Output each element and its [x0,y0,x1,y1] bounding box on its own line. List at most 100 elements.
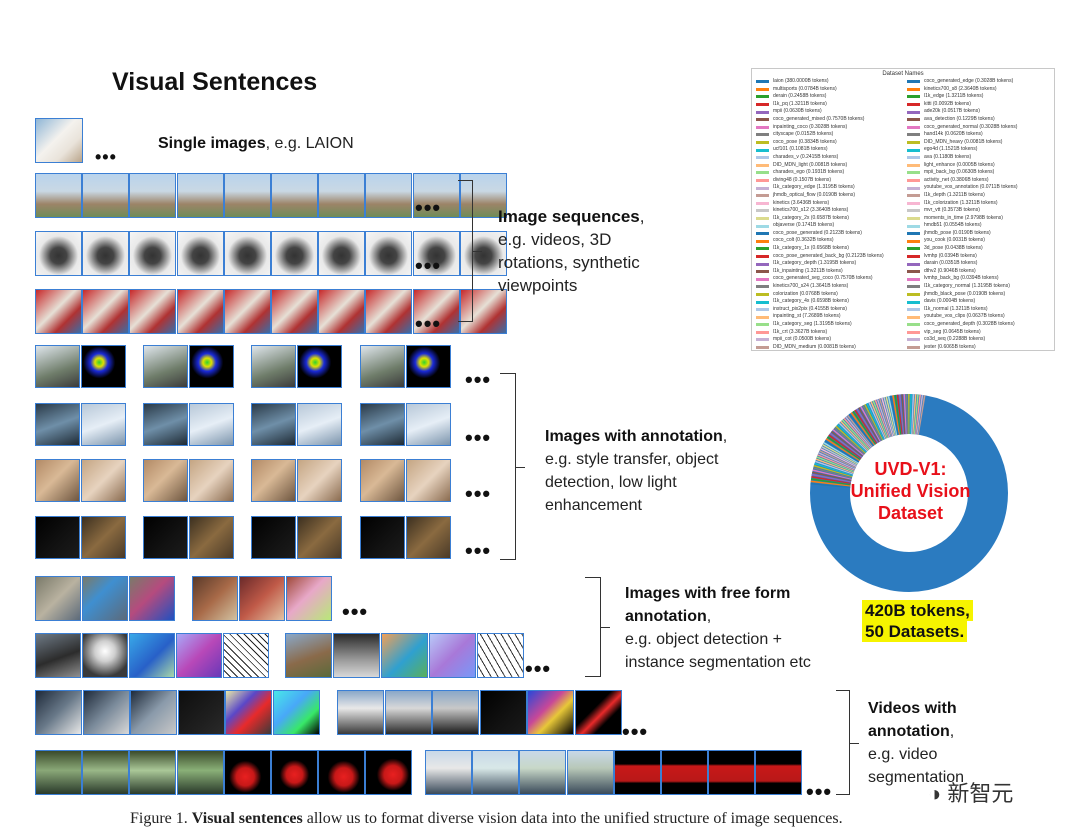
legend-swatch [907,338,920,342]
legend-label: lvmhp (0.0394B tokens) [924,252,977,259]
legend-entry: l1k_category_normal (1.3195B tokens) [907,283,1055,291]
image-thumbnail [527,690,574,735]
watermark: ◑ 新智元 [928,776,1013,808]
image-thumbnail [318,173,366,218]
ellipsis: ••• [622,719,649,744]
image-thumbnail [472,750,520,795]
ellipsis: ••• [806,779,833,804]
image-thumbnail [35,576,81,621]
image-thumbnail [412,173,460,218]
legend-swatch [907,171,920,175]
ellipsis: ••• [415,253,442,278]
legend-entry: jester (0.6065B tokens) [907,344,1055,352]
image-thumbnail [129,576,175,621]
watermark-text: 新智元 [947,781,1014,806]
donut-slice [870,401,887,439]
token-count-highlight: 420B tokens, [862,600,973,621]
image-thumbnail [365,173,413,218]
legend-swatch [907,80,920,84]
legend-entry: ucf101 (0.1081B tokens) [756,146,904,154]
donut-slice [866,403,885,440]
image-thumbnail [176,289,224,334]
image-thumbnail [574,690,622,735]
legend-label: laion (380.0000B tokens) [773,78,829,84]
legend-label: coco_generated_edge (0.3028B tokens) [924,78,1014,84]
legend-swatch [907,133,920,137]
legend-swatch [756,118,769,122]
donut-slice [878,398,892,437]
image-thumbnail [177,690,225,735]
legend-label: kinetics700_s12 (3.3640B tokens) [773,207,849,214]
donut-slice [826,436,861,460]
image-thumbnail [223,633,269,678]
ellipsis: ••• [465,425,492,450]
donut-slice [835,425,866,454]
donut-slice [864,404,884,441]
legend-label: kinetics700_s24 (1.3641B tokens) [773,283,849,290]
legend-entry: DID_MDN_light (0.0081B tokens) [756,162,904,170]
image-thumbnail [429,633,476,678]
legend-label: multisports (0.0784B tokens) [773,85,837,92]
legend-swatch [907,323,920,327]
donut-slice [813,467,853,479]
legend-entry: coco_colt (0.3632B tokens) [756,237,904,245]
image-thumbnail [271,173,318,218]
legend-entry: lvmhp (0.0394B tokens) [907,253,1055,261]
image-thumbnail [129,633,175,678]
legend-label: activity_net (0.3806B tokens) [924,176,989,183]
ellipsis: ••• [415,195,442,220]
ellipsis: ••• [95,147,117,167]
image-thumbnail [365,289,413,334]
image-thumbnail [406,459,451,502]
ellipsis: ••• [342,599,369,624]
legend-entry: jhmdb_optical_flow (0.0190B tokens) [756,192,904,200]
legend-label: inpainting_coco (0.3028B tokens) [773,123,848,130]
donut-slice [917,395,926,435]
legend-label: l1k_inpainting (1.3211B tokens) [773,267,843,274]
legend-entry: l1k_depth (1.3211B tokens) [907,192,1055,200]
legend-label: coco_generated_seg_coco (0.7570B tokens) [773,275,873,282]
legend-entry: coco_generated_seg_coco (0.7570B tokens) [756,275,904,283]
image-thumbnail [406,516,451,559]
legend-swatch [907,125,920,129]
legend-label: coco_generated_mixed (0.7570B tokens) [773,115,865,122]
donut-slice [810,482,851,488]
legend-swatch [756,292,769,296]
image-thumbnail [272,690,320,735]
legend-label: jhmdb_pose (0.0190B tokens) [924,229,991,236]
image-thumbnail [35,231,82,276]
legend-label: mpii_cot (0.0500B tokens) [773,336,832,343]
legend-swatch [907,277,920,281]
legend-swatch [756,346,769,350]
legend-swatch [907,224,920,228]
legend-swatch [756,179,769,183]
legend-label: DID_MDN_light (0.0081B tokens) [773,161,848,168]
legend-label: l1k_category_seg (1.3195B tokens) [773,321,852,327]
legend-label: objaverse (0.1741B tokens) [773,222,835,229]
legend-label: l1k_edge (1.3211B tokens) [924,93,984,100]
legend-label: jester (0.6065B tokens) [924,343,976,350]
legend-label: you_cook (0.0031B tokens) [924,237,985,244]
image-thumbnail [192,576,238,621]
figure-title: Visual Sentences [112,68,318,96]
image-thumbnail [708,750,756,795]
legend-entry: coco_pose (0.3834B tokens) [756,139,904,147]
donut-slice [810,480,851,487]
image-thumbnail [381,633,428,678]
donut-slice [814,460,854,475]
donut-slice [915,394,922,435]
image-thumbnail [35,289,82,334]
image-thumbnail [129,173,177,218]
legend-swatch [907,254,920,258]
legend-label: 3d_pose (0.0438B tokens) [924,245,983,252]
image-thumbnail [384,690,432,735]
legend-entry: derain (0.2458B tokens) [756,93,904,101]
donut-slice [856,408,879,444]
image-thumbnail [285,633,332,678]
label-videos-with-annotation: Videos with annotation, e.g. video segme… [868,700,965,786]
image-thumbnail [129,289,177,334]
legend-swatch [907,103,920,107]
donut-slice [821,445,858,466]
image-thumbnail [412,289,460,334]
donut-slice [819,450,856,469]
